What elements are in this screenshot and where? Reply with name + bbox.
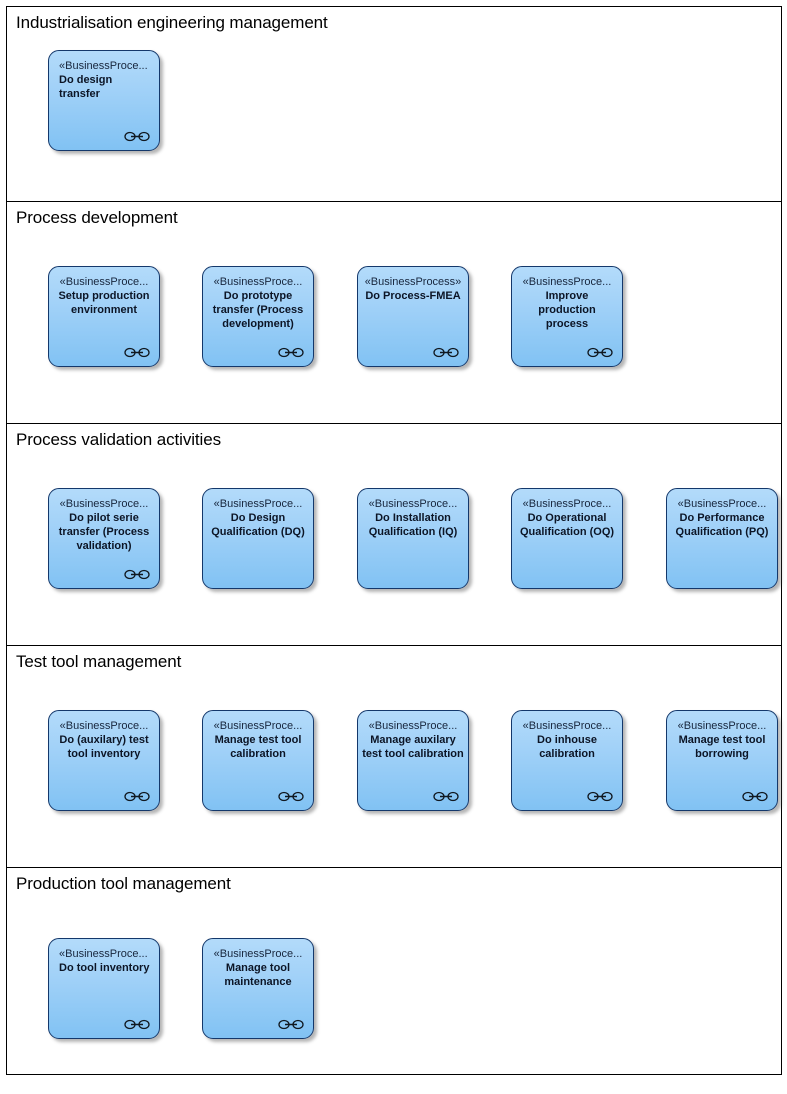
node-stereotype: «BusinessProce...: [59, 498, 149, 510]
business-process-node[interactable]: «BusinessProce... Improve production proc…: [511, 266, 623, 367]
node-text-block: «BusinessProce... Manage auxilary test to…: [362, 719, 464, 761]
node-text-block: «BusinessProcess» Do Process-FMEA: [362, 275, 464, 303]
business-process-node[interactable]: «BusinessProce... Do inhouse calibration: [511, 710, 623, 811]
node-name: Do inhouse calibration: [537, 734, 597, 760]
business-process-node[interactable]: «BusinessProce... Do prototype transfer (…: [202, 266, 314, 367]
node-stereotype: «BusinessProce...: [59, 276, 149, 288]
business-process-icon: [433, 347, 459, 358]
node-name: Do Installation Qualification (IQ): [368, 512, 458, 538]
node-name: Do Operational Qualification (OQ): [519, 512, 615, 538]
node-name: Do tool inventory: [59, 962, 150, 974]
business-process-node[interactable]: «BusinessProce... Manage auxilary test to…: [357, 710, 469, 811]
business-process-node[interactable]: «BusinessProcess» Do Process-FMEA: [357, 266, 469, 367]
node-text-block: «BusinessProce... Manage test tool borrow…: [671, 719, 773, 761]
node-stereotype: «BusinessProce...: [368, 498, 458, 510]
business-process-node[interactable]: «BusinessProce... Do Operational Qualific…: [511, 488, 623, 589]
node-stereotype: «BusinessProce...: [213, 276, 303, 288]
node-name: Do Performance Qualification (PQ): [675, 512, 769, 538]
business-process-node[interactable]: «BusinessProce... Do (auxilary) test tool…: [48, 710, 160, 811]
business-process-node[interactable]: «BusinessProce... Manage test tool calibr…: [202, 710, 314, 811]
business-process-node[interactable]: «BusinessProce... Do design transfer: [48, 50, 160, 151]
node-name: Manage test tool borrowing: [678, 734, 766, 760]
node-text-block: «BusinessProce... Manage tool maintenance: [207, 947, 309, 989]
node-stereotype: «BusinessProce...: [59, 720, 149, 732]
node-name: Manage tool maintenance: [224, 962, 292, 988]
business-process-node[interactable]: «BusinessProce... Manage tool maintenance: [202, 938, 314, 1039]
node-stereotype: «BusinessProce...: [522, 276, 612, 288]
business-process-node[interactable]: «BusinessProce... Setup production enviro…: [48, 266, 160, 367]
node-stereotype: «BusinessProce...: [213, 720, 303, 732]
business-process-icon: [433, 791, 459, 802]
business-process-node[interactable]: «BusinessProce... Do Design Qualification…: [202, 488, 314, 589]
business-process-icon: [278, 1019, 304, 1030]
node-stereotype: «BusinessProce...: [677, 720, 767, 732]
node-text-block: «BusinessProce... Do Design Qualification…: [207, 497, 309, 539]
section-title: Production tool management: [16, 874, 231, 893]
business-process-node[interactable]: «BusinessProce... Manage test tool borrow…: [666, 710, 778, 811]
node-text-block: «BusinessProce... Manage test tool calibr…: [207, 719, 309, 761]
node-text-block: «BusinessProce... Do Performance Qualific…: [671, 497, 773, 539]
node-text-block: «BusinessProce... Improve production proc…: [516, 275, 618, 331]
node-stereotype: «BusinessProce...: [368, 720, 458, 732]
node-stereotype: «BusinessProce...: [522, 720, 612, 732]
node-name: Do pilot serie transfer (Process validat…: [58, 512, 150, 552]
node-text-block: «BusinessProce... Do Operational Qualific…: [516, 497, 618, 539]
business-process-icon: [124, 131, 150, 142]
business-process-node[interactable]: «BusinessProce... Do Installation Qualifi…: [357, 488, 469, 589]
business-process-node[interactable]: «BusinessProce... Do tool inventory: [48, 938, 160, 1039]
section-title: Industrialisation engineering management: [16, 13, 328, 32]
node-stereotype: «BusinessProce...: [59, 948, 148, 960]
node-name: Do (auxilary) test tool inventory: [59, 734, 149, 760]
node-name: Setup production environment: [58, 290, 150, 316]
node-text-block: «BusinessProce... Do design transfer: [53, 59, 155, 101]
section-title: Process development: [16, 208, 178, 227]
business-process-icon: [124, 347, 150, 358]
node-name: Do prototype transfer (Process developme…: [212, 290, 304, 330]
node-text-block: «BusinessProce... Do (auxilary) test tool…: [53, 719, 155, 761]
node-name: Manage test tool calibration: [214, 734, 302, 760]
node-stereotype: «BusinessProce...: [213, 948, 303, 960]
node-text-block: «BusinessProce... Do tool inventory: [53, 947, 155, 975]
node-name: Do design transfer: [59, 74, 113, 100]
section-title: Test tool management: [16, 652, 182, 671]
node-name: Do Design Qualification (DQ): [211, 512, 305, 538]
business-process-icon: [124, 791, 150, 802]
node-name: Manage auxilary test tool calibration: [362, 734, 464, 760]
node-text-block: «BusinessProce... Do pilot serie transfer…: [53, 497, 155, 553]
diagram-section: Test tool management «BusinessProce... Do …: [7, 645, 781, 867]
diagram-section: Process development «BusinessProce... Setu…: [7, 201, 781, 423]
business-process-icon: [278, 791, 304, 802]
node-name: Improve production process: [538, 290, 596, 330]
business-process-node[interactable]: «BusinessProce... Do Performance Qualific…: [666, 488, 778, 589]
diagram-section: Production tool management «BusinessProce…: [7, 867, 781, 1074]
business-process-node[interactable]: «BusinessProce... Do pilot serie transfer…: [48, 488, 160, 589]
node-stereotype: «BusinessProce...: [59, 60, 148, 72]
node-stereotype: «BusinessProce...: [213, 498, 303, 510]
node-text-block: «BusinessProce... Do inhouse calibration: [516, 719, 618, 761]
node-stereotype: «BusinessProce...: [677, 498, 767, 510]
node-text-block: «BusinessProce... Do Installation Qualifi…: [362, 497, 464, 539]
node-stereotype: «BusinessProce...: [522, 498, 612, 510]
node-stereotype: «BusinessProcess»: [364, 276, 462, 288]
business-process-icon: [742, 791, 768, 802]
node-text-block: «BusinessProce... Setup production enviro…: [53, 275, 155, 317]
business-process-icon: [587, 347, 613, 358]
node-name: Do Process-FMEA: [365, 290, 461, 302]
business-process-icon: [124, 569, 150, 580]
node-text-block: «BusinessProce... Do prototype transfer (…: [207, 275, 309, 331]
diagram-section: Industrialisation engineering management…: [7, 7, 781, 201]
diagram-section: Process validation activities «BusinessPr…: [7, 423, 781, 645]
section-title: Process validation activities: [16, 430, 221, 449]
business-process-icon: [278, 347, 304, 358]
business-process-icon: [124, 1019, 150, 1030]
business-process-icon: [587, 791, 613, 802]
diagram-canvas: Industrialisation engineering management…: [6, 6, 782, 1075]
